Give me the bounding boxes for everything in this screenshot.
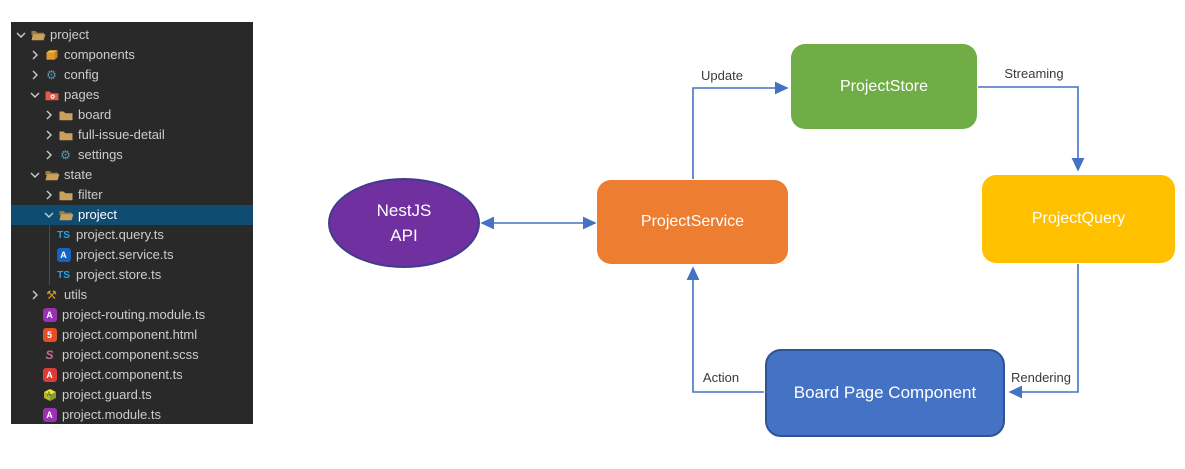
svg-text:A: A	[46, 392, 50, 398]
node-project-query[interactable]: ProjectQuery	[982, 175, 1175, 263]
tree-item-utils[interactable]: ⚒ utils	[11, 285, 253, 305]
folder-icon	[57, 187, 74, 203]
tree-item-project-component-html[interactable]: 5 project.component.html	[11, 325, 253, 345]
edge-streaming-arrow	[978, 86, 1085, 172]
tree-item-filter[interactable]: filter	[11, 185, 253, 205]
node-nestjs-api[interactable]: NestJS API	[328, 178, 480, 268]
ng-component-icon: A	[41, 367, 58, 383]
tree-item-label: project.store.ts	[76, 267, 162, 282]
indent-guide	[49, 225, 50, 285]
tree-item-label: project.query.ts	[76, 227, 164, 242]
tree-item-components[interactable]: components	[11, 45, 253, 65]
tree-item-label: filter	[78, 187, 103, 202]
tree-item-pages[interactable]: pages	[11, 85, 253, 105]
chevron-right-icon[interactable]	[41, 187, 57, 203]
folder-open-icon	[43, 167, 60, 183]
tree-item-label: project.component.scss	[62, 347, 199, 362]
guard-icon: A	[41, 387, 58, 403]
folder-icon	[57, 107, 74, 123]
edge-label-streaming: Streaming	[1004, 66, 1064, 81]
folder-open-icon	[57, 207, 74, 223]
chevron-right-icon[interactable]	[41, 147, 57, 163]
tree-item-project[interactable]: project	[11, 25, 253, 45]
tools-icon: ⚒	[46, 288, 57, 302]
tree-item-label: state	[64, 167, 93, 182]
node-project-service[interactable]: ProjectService	[597, 180, 788, 264]
tree-item-label: full-issue-detail	[78, 127, 165, 142]
ts-icon: TS	[57, 229, 70, 241]
tree-item-project[interactable]: project	[11, 205, 253, 225]
edge-update-arrow	[692, 81, 789, 179]
chevron-down-icon[interactable]	[27, 167, 43, 183]
tree-item-project-query-ts[interactable]: TS project.query.ts	[11, 225, 253, 245]
package-icon	[43, 47, 60, 63]
tree-item-label: project	[78, 207, 118, 222]
chevron-right-icon[interactable]	[41, 107, 57, 123]
node-board-page-component[interactable]: Board Page Component	[765, 349, 1005, 437]
tree-item-state[interactable]: state	[11, 165, 253, 185]
chevron-down-icon[interactable]	[13, 27, 29, 43]
tree-item-project-store-ts[interactable]: TS project.store.ts	[11, 265, 253, 285]
ng-module-icon: A	[41, 307, 58, 323]
chevron-down-icon[interactable]	[27, 87, 43, 103]
tree-item-label: project.service.ts	[76, 247, 174, 262]
ng-service-icon: A	[55, 247, 72, 263]
chevron-right-icon[interactable]	[27, 67, 43, 83]
edge-label-rendering: Rendering	[1011, 370, 1071, 385]
tree-item-label: project.guard.ts	[62, 387, 152, 402]
chevron-down-icon[interactable]	[41, 207, 57, 223]
tree-item-board[interactable]: board	[11, 105, 253, 125]
tree-item-label: utils	[64, 287, 88, 302]
ts-icon: TS	[57, 269, 70, 281]
folder-pages-icon	[43, 87, 60, 103]
tree-item-label: project.component.ts	[62, 367, 183, 382]
ng-module-icon: A	[41, 407, 58, 423]
sass-icon: S	[45, 348, 54, 362]
tree-item-settings[interactable]: ⚙ settings	[11, 145, 253, 165]
tree-item-label: project-routing.module.ts	[62, 307, 206, 322]
tree-item-label: project.module.ts	[62, 407, 161, 422]
html-icon: 5	[41, 327, 58, 343]
chevron-right-icon[interactable]	[27, 287, 43, 303]
node-project-store[interactable]: ProjectStore	[791, 44, 977, 129]
tree-item-label: settings	[78, 147, 123, 162]
tree-item-label: project	[50, 27, 90, 42]
edge-label-update: Update	[701, 68, 743, 83]
tree-item-label: board	[78, 107, 112, 122]
tree-item-label: pages	[64, 87, 100, 102]
gear-icon: ⚙	[46, 68, 57, 82]
edge-label-action: Action	[702, 370, 740, 385]
folder-icon	[57, 127, 74, 143]
gear-icon: ⚙	[60, 148, 71, 162]
tree-item-config[interactable]: ⚙ config	[11, 65, 253, 85]
folder-open-icon	[29, 27, 46, 43]
chevron-right-icon[interactable]	[41, 127, 57, 143]
tree-item-label: config	[64, 67, 99, 82]
chevron-right-icon[interactable]	[27, 47, 43, 63]
tree-item-full-issue-detail[interactable]: full-issue-detail	[11, 125, 253, 145]
file-explorer: project components ⚙ config pages board full-i…	[11, 22, 253, 424]
tree-item-label: components	[64, 47, 135, 62]
tree-item-label: project.component.html	[62, 327, 198, 342]
